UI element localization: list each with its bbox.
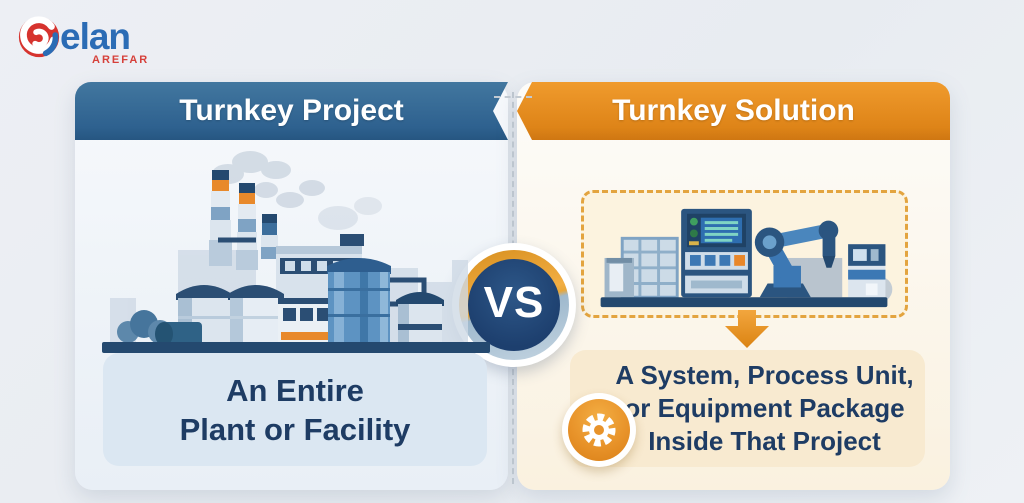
factory-illustration bbox=[102, 151, 490, 353]
right-caption-line3: Inside That Project bbox=[648, 426, 881, 456]
right-caption-line1: A System, Process Unit, bbox=[615, 360, 914, 390]
gear-icon bbox=[582, 413, 616, 447]
left-caption-line2: Plant or Facility bbox=[179, 411, 411, 447]
logo: elan AREFAR bbox=[16, 10, 176, 68]
turnkey-project-header: Turnkey Project bbox=[75, 82, 508, 140]
logo-swirl-icon bbox=[18, 16, 60, 58]
right-caption-line2: or Equipment Package bbox=[624, 393, 905, 423]
left-caption-line1: An Entire bbox=[226, 372, 364, 408]
turnkey-solution-header: Turnkey Solution bbox=[517, 82, 950, 140]
turnkey-solution-header-label: Turnkey Solution bbox=[612, 94, 855, 127]
machinery-illustration bbox=[600, 208, 893, 308]
logo-subname: AREFAR bbox=[92, 54, 150, 66]
gear-badge bbox=[562, 393, 636, 467]
turnkey-solution-panel: Turnkey Solution bbox=[517, 82, 950, 490]
vs-label: VS bbox=[483, 278, 545, 327]
down-arrow-icon bbox=[725, 310, 769, 348]
left-caption-box: An Entire Plant or Facility bbox=[103, 353, 487, 466]
logo-name: elan bbox=[60, 16, 131, 57]
turnkey-project-panel: Turnkey Project bbox=[75, 82, 508, 490]
equipment-highlight-box bbox=[581, 190, 908, 318]
turnkey-project-header-label: Turnkey Project bbox=[179, 94, 404, 127]
